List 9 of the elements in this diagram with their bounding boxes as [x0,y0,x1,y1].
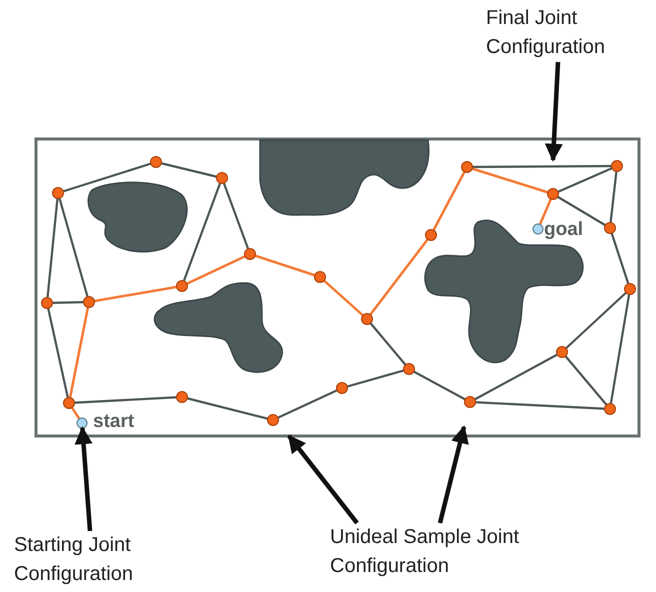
arrow [287,434,359,524]
arrow [544,62,563,162]
callout-text: Final Joint Configuration [486,4,656,62]
callout-text: Starting Joint Configuration [14,531,194,589]
arrow [74,426,93,532]
point-label: start [93,412,134,432]
point-label: goal [544,220,584,240]
arrow [438,425,469,524]
callout-text: Unideal Sample Joint Configuration [330,523,570,581]
